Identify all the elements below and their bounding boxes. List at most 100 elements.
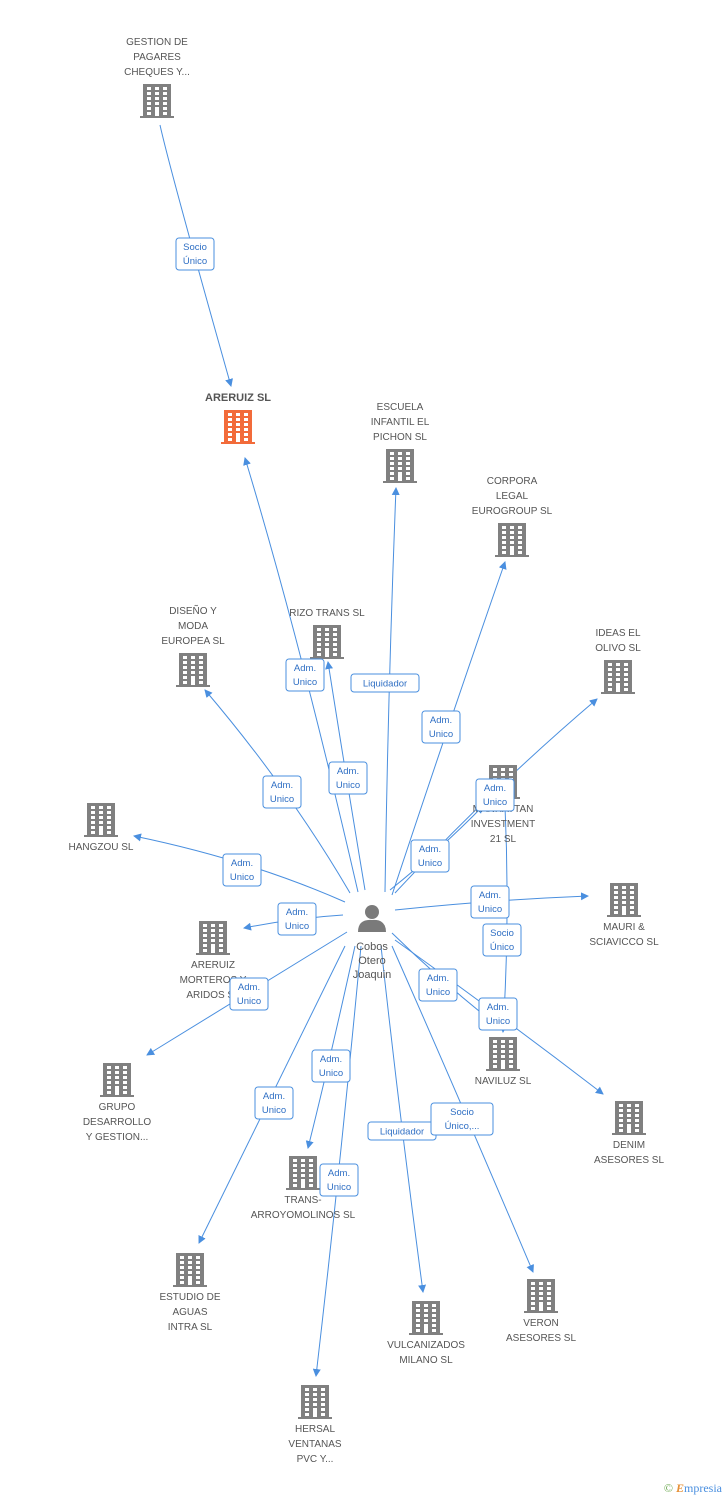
edge-label-text: Liquidador [380,1127,424,1138]
node-label-line: PICHON SL [373,432,427,443]
edge-person-transarroyo [305,945,356,1149]
edge-line [312,945,362,1377]
node-hangzou[interactable]: HANGZOU SL [68,803,134,853]
edge-label-box [328,761,368,795]
edge-label-text: Adm. [238,982,260,993]
edge-line [159,124,233,387]
edge-label-text: Unico [319,1068,343,1079]
edge-label-text: Unico [483,797,507,808]
node-label-line: VULCANIZADOS [387,1340,465,1351]
edge-label[interactable]: Adm.Unico [328,761,368,795]
edge-label[interactable]: Adm.Unico [319,1163,359,1197]
edge-label-text: Adm. [487,1002,509,1013]
edge-label-text: Adm. [337,766,359,777]
edge-label-box [410,839,450,873]
node-label-line: DISEÑO Y [169,604,217,617]
edge-label[interactable]: Adm.Unico [285,658,325,692]
edge-label[interactable]: Adm.Unico [262,775,302,809]
brand-watermark[interactable]: ©Empresia [664,1481,722,1496]
node-naviluz[interactable]: NAVILUZ SL [475,1037,532,1087]
node-label-line: INFANTIL EL [371,417,430,428]
edge-label-box [475,778,515,812]
building-icon [612,1101,646,1135]
edge-label-box [350,673,420,693]
edge-label[interactable]: Adm.Unico [478,997,518,1031]
edge-label-text: Unico [426,987,450,998]
edge-label-box [319,1163,359,1197]
edge-label-text: Unico [237,996,261,1007]
node-label-line: PVC Y... [297,1454,334,1465]
edge-label-text: Unico [478,904,502,915]
brand-initial: E [675,1481,684,1495]
building-icon [310,625,344,659]
node-transarroyo[interactable]: TRANS-ARROYOMOLINOS SL [251,1156,356,1221]
node-label-line: MORTEROS Y [180,975,247,986]
node-rizo[interactable]: RIZO TRANS SL [289,608,365,659]
edge-label[interactable]: Adm.Unico [311,1049,351,1083]
edge-label-box [262,775,302,809]
edge-label-text: Liquidador [363,679,407,690]
edge-label-text: Adm. [286,907,308,918]
edge-person-vulcanizados [380,945,427,1293]
node-label-line: ASESORES SL [506,1333,576,1344]
edge-label[interactable]: Adm.Unico [421,710,461,744]
building-icon [495,523,529,557]
building-icon [409,1301,443,1335]
edge-label[interactable]: Adm.Unico [418,968,458,1002]
person-label-line: Cobos [356,941,388,953]
building-icon [607,883,641,917]
edge-label-text: Único,... [445,1121,480,1132]
node-label-line: INVESTMENT [471,819,535,830]
building-icon [84,803,118,837]
edge-label-text: Unico [230,872,254,883]
node-areruiz[interactable]: ARERUIZ SL [205,392,271,444]
edge-label[interactable]: Adm.Unico [410,839,450,873]
edge-person-hersal [312,945,362,1377]
building-icon [286,1156,320,1190]
building-icon [524,1279,558,1313]
edge-label[interactable]: Liquidador [350,673,420,693]
edge-label[interactable]: Adm.Unico [475,778,515,812]
node-label-line: Y GESTION... [86,1132,149,1143]
edge-label-box [222,853,262,887]
edge-label-box [482,923,522,957]
building-icon [298,1385,332,1419]
edge-label[interactable]: SocioÚnico,... [430,1102,494,1136]
edge-line [305,945,356,1149]
edge-label[interactable]: Adm.Unico [470,885,510,919]
node-label-line: ESTUDIO DE [159,1292,220,1303]
edge-label[interactable]: Adm.Unico [222,853,262,887]
edge-label[interactable]: Adm.Unico [254,1086,294,1120]
building-icon [221,410,255,444]
node-vulcanizados[interactable]: VULCANIZADOS MILANO SL [387,1301,465,1366]
edge-label[interactable]: Adm.Unico [277,902,317,936]
building-icon [486,1037,520,1071]
edge-label-text: Socio [183,242,207,253]
node-mauri[interactable]: MAURI &SCIAVICCO SL [589,883,659,948]
edge-label-text: Adm. [294,663,316,674]
node-label-line: GESTION DE [126,37,188,48]
edge-label[interactable]: Liquidador [367,1121,437,1141]
edge-label-text: Adm. [271,780,293,791]
edge-label[interactable]: Adm. Unico [229,977,269,1011]
node-label-line: MAURI & [603,922,645,933]
node-label-line: PAGARES [133,52,181,63]
person-label-line: Otero [358,955,386,967]
node-label-line: NAVILUZ SL [475,1076,532,1087]
node-label-line: MILANO SL [399,1355,453,1366]
